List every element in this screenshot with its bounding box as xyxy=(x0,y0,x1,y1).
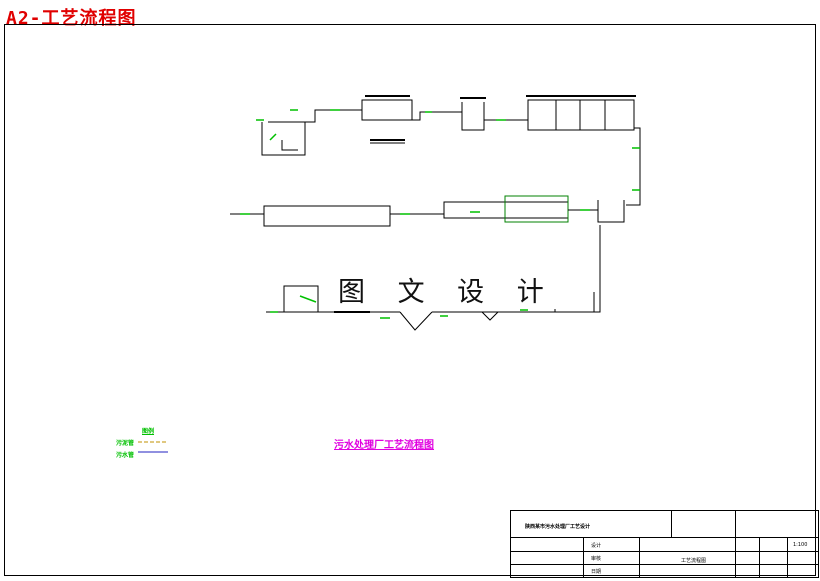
drawing-frame xyxy=(4,24,816,576)
unit-5 xyxy=(263,205,391,227)
unit-2 xyxy=(361,99,413,121)
unit-10 xyxy=(283,285,319,313)
unit-6 xyxy=(443,201,569,219)
drawing-title: 污水处理厂工艺流程图 xyxy=(334,440,434,451)
legend-label-sewage: 污水管 xyxy=(116,452,135,459)
legend-label-sludge: 污泥管 xyxy=(116,440,135,447)
title-block: 陕西某市污水处理厂工艺设计 工艺流程图 设计 审核 日期 1:100 xyxy=(510,510,819,578)
unit-8 xyxy=(554,292,595,313)
field-review: 审核 xyxy=(591,556,602,562)
watermark: 图 文 设 计 xyxy=(334,270,560,309)
unit-4 xyxy=(527,99,635,131)
project-name: 陕西某市污水处理厂工艺设计 xyxy=(525,524,591,530)
unit-9 xyxy=(399,311,433,331)
unit-7 xyxy=(597,200,625,223)
page-title: A2-工艺流程图 xyxy=(6,8,137,29)
drawing-name: 工艺流程图 xyxy=(681,558,707,564)
scale-value: 1:100 xyxy=(793,542,808,548)
field-design: 设计 xyxy=(591,543,602,549)
unit-1 xyxy=(261,121,306,156)
legend-title: 图例 xyxy=(142,428,155,435)
field-date: 日期 xyxy=(591,569,602,575)
unit-3 xyxy=(461,102,485,131)
